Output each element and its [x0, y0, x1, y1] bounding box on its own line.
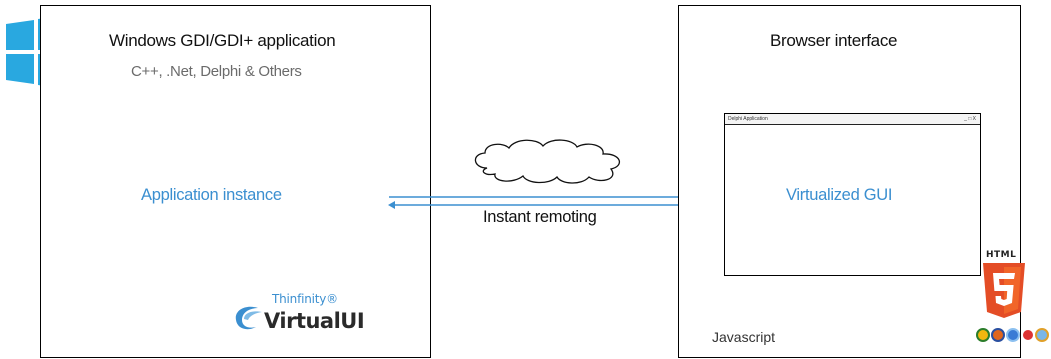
javascript-label: Javascript — [712, 329, 776, 345]
right-panel-title: Browser interface — [770, 31, 898, 50]
html5-badge: HTML — [976, 250, 1051, 359]
virtualui-swoosh-icon — [235, 306, 262, 330]
brand-small-text: Thinfinity® — [272, 292, 338, 306]
html5-shield-icon — [983, 263, 1025, 318]
html5-label: HTML — [986, 250, 1017, 260]
desktop-application-panel — [40, 5, 431, 358]
window-controls: _ □ X — [964, 116, 976, 122]
application-instance-label: Application instance — [141, 186, 282, 204]
virtualized-gui-label: Virtualized GUI — [786, 186, 893, 204]
virtualized-app-window: Delphi Application _ □ X — [724, 113, 981, 276]
left-panel-subtitle: C++, .Net, Delphi & Others — [131, 63, 302, 80]
cloud-icon — [474, 139, 621, 184]
browser-icons — [976, 328, 1049, 342]
thinfinity-virtualui-logo: Thinfinity® VirtualUI — [232, 292, 392, 340]
left-panel-title: Windows GDI/GDI+ application — [109, 31, 336, 50]
window-titlebar: Delphi Application _ □ X — [725, 114, 980, 125]
brand-main-text: VirtualUI — [264, 309, 365, 333]
window-title: Delphi Application — [728, 116, 768, 122]
instant-remoting-label: Instant remoting — [483, 208, 597, 226]
